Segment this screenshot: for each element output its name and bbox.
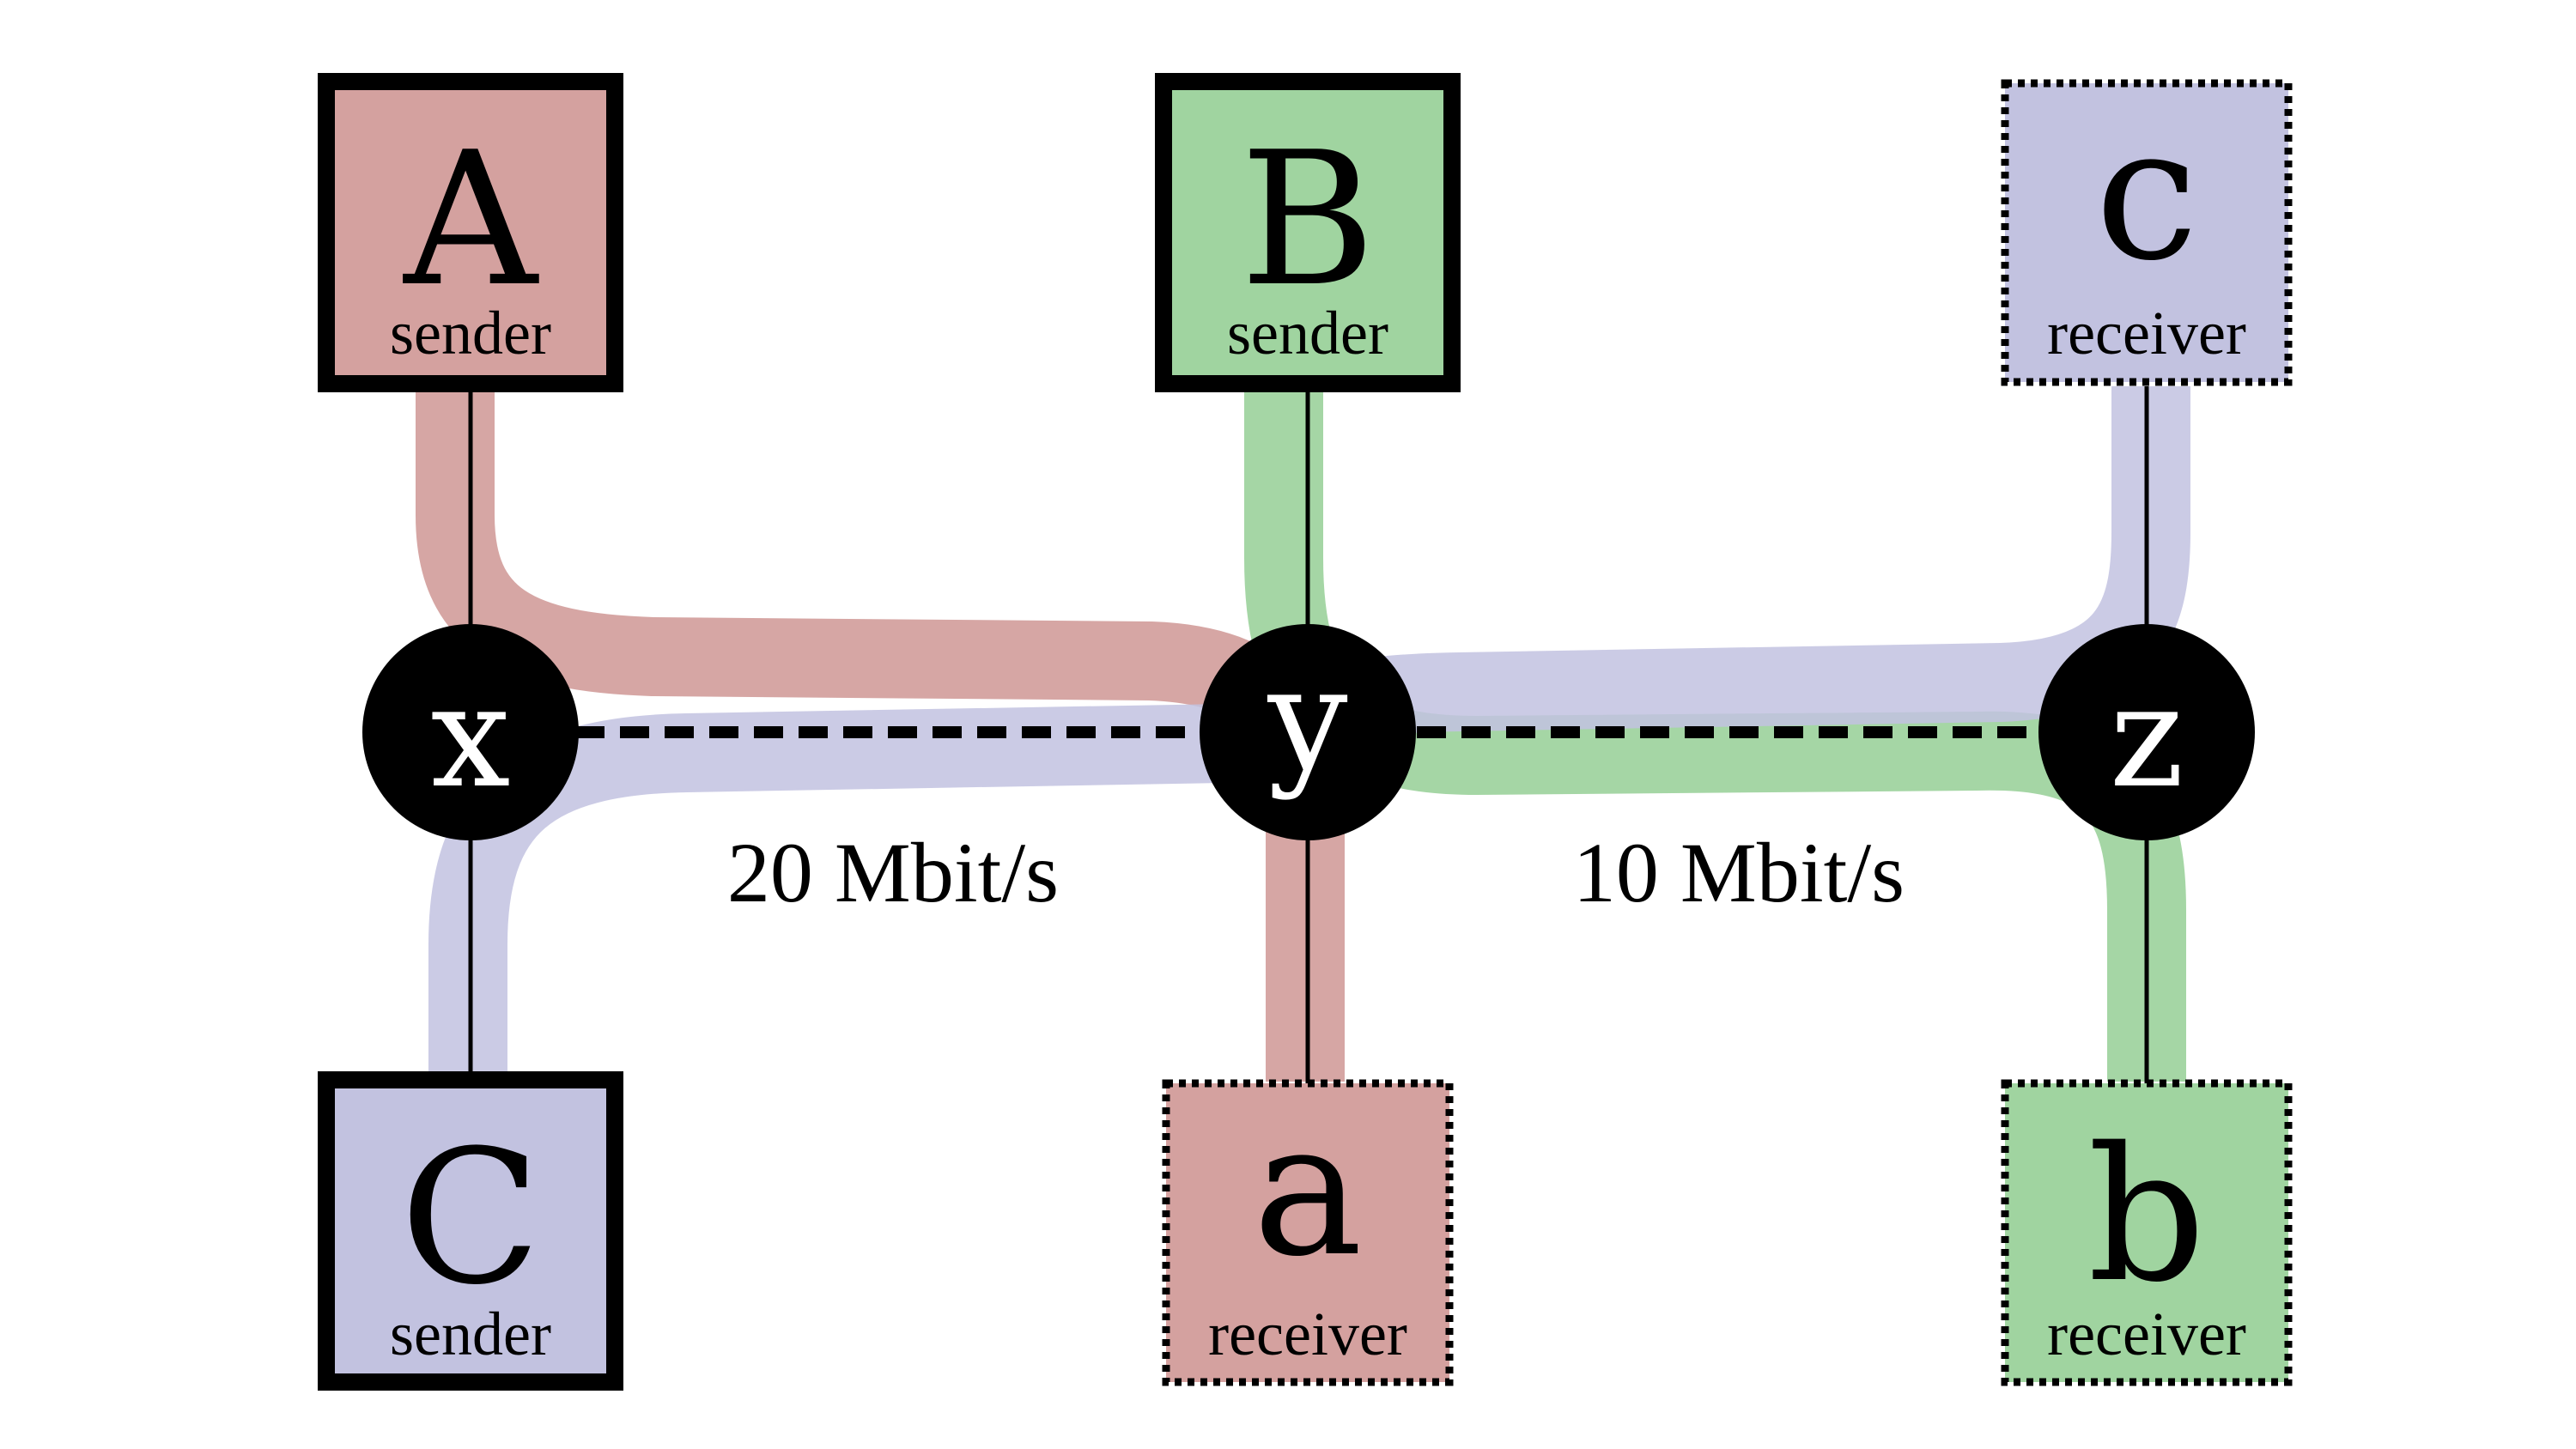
node-x-circle [362,624,579,840]
host-a-sender-role: sender [390,299,551,367]
host-a-sender: A sender [318,73,623,392]
node-y-label: y [1267,637,1347,802]
access-links [468,386,2149,1083]
host-a-receiver-role: receiver [1208,1300,1407,1368]
host-a-receiver: a receiver [1162,1079,1454,1386]
host-b-sender-letter: B [1240,112,1376,327]
host-a-sender-box [318,73,623,392]
node-z-label: z [2110,654,2184,819]
host-c-receiver-box [2001,79,2293,386]
host-c-sender-box [318,1071,623,1391]
host-c-sender-letter: C [400,1110,542,1325]
node-y-circle [1200,624,1416,840]
host-b-receiver-letter: b [2087,1107,2206,1323]
host-c-receiver-letter: c [2095,86,2198,301]
node-x-label: x [430,654,510,819]
host-b-sender: B sender [1155,73,1461,392]
node-x: x [362,624,579,840]
host-b-sender-box [1155,73,1461,392]
host-c-receiver-role: receiver [2047,299,2246,367]
node-z-circle [2038,624,2255,840]
host-c-receiver: c receiver [2001,79,2293,386]
host-a-sender-letter: A [402,112,539,327]
host-b-receiver-role: receiver [2047,1300,2246,1368]
host-a-receiver-box [1162,1079,1454,1386]
link-y-z-rate: 10 Mbit/s [1573,825,1905,920]
host-a-receiver-letter: a [1253,1082,1363,1297]
host-b-receiver-box [2001,1079,2293,1386]
host-b-receiver: b receiver [2001,1079,2293,1386]
host-b-sender-role: sender [1227,299,1388,367]
node-y: y [1200,624,1416,840]
link-x-y-rate: 20 Mbit/s [727,825,1059,920]
host-c-sender-role: sender [390,1300,551,1368]
node-z: z [2038,624,2255,840]
host-c-sender: C sender [318,1071,623,1391]
